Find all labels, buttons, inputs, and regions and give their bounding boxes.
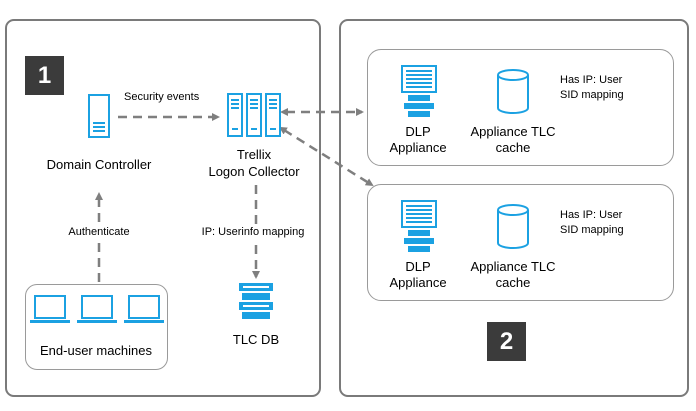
laptop-icons xyxy=(30,295,164,323)
dlp-appliance-icon xyxy=(401,65,437,117)
end-user-machines-label: End-user machines xyxy=(40,343,152,358)
sid-mapping-note-line2: SID mapping xyxy=(560,89,624,101)
server-icon xyxy=(88,94,110,138)
ip-userinfo-mapping-label: IP: Userinfo mapping xyxy=(199,224,307,241)
appliance-tlc-cache-label-line2: cache xyxy=(495,275,531,290)
collector-label-line2: Logon Collector xyxy=(208,164,300,179)
dlp-appliance-icon xyxy=(401,200,437,252)
security-events-label: Security events xyxy=(124,91,200,103)
cache-cylinder-icon xyxy=(497,69,529,114)
dlp-appliance-label-line2: Appliance xyxy=(389,275,447,290)
appliance-tlc-cache-label-line1: Appliance TLC xyxy=(470,124,556,139)
appliance-tlc-cache-label-line1: Appliance TLC xyxy=(470,259,556,274)
sid-mapping-note-line1: Has IP: User xyxy=(560,74,623,86)
panel-1-badge: 1 xyxy=(25,56,64,95)
end-user-machines-box xyxy=(25,284,168,370)
server-rack-icon xyxy=(227,93,281,137)
appliance-tlc-cache-label-line2: cache xyxy=(495,140,531,155)
cache-cylinder-icon xyxy=(497,204,529,249)
domain-controller-label: Domain Controller xyxy=(46,157,152,172)
sid-mapping-note-line2: SID mapping xyxy=(560,224,624,236)
panel-2-badge: 2 xyxy=(487,322,526,361)
collector-to-appliance-2-arrow xyxy=(278,126,374,187)
database-stack-icon xyxy=(239,283,273,319)
tlc-db-label: TLC DB xyxy=(232,332,280,347)
dlp-appliance-label-line2: Appliance xyxy=(389,140,447,155)
dlp-appliance-label-line1: DLP xyxy=(405,124,431,139)
collector-label-line1: Trellix xyxy=(236,147,272,162)
sid-mapping-note-line1: Has IP: User xyxy=(560,209,623,221)
authenticate-label: Authenticate xyxy=(66,224,132,241)
dlp-appliance-label-line1: DLP xyxy=(405,259,431,274)
